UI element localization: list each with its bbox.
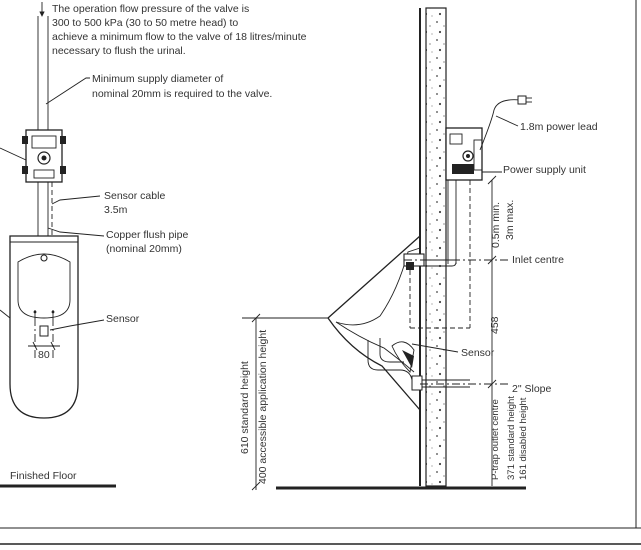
side-sensor-label: Sensor (461, 347, 495, 359)
dim-458-label: 458 (489, 316, 501, 334)
pressure-note: The operation flow pressure of the valve… (39, 2, 307, 57)
diameter-note-line2: nominal 20mm is required to the valve. (92, 88, 272, 100)
valve-unit (22, 129, 66, 183)
diameter-note-line1: Minimum supply diameter of (92, 73, 223, 85)
pressure-note-line2: 300 to 500 kPa (30 to 50 metre head) to (52, 17, 238, 29)
finished-floor-label: Finished Floor (10, 470, 77, 482)
sensor-cable-label: Sensor cable (104, 190, 165, 202)
front-view: 80 Sensor cable 3.5m Copper flush pipe (… (0, 16, 188, 488)
wall-section (425, 7, 447, 487)
front-sensor-label: Sensor (106, 313, 140, 325)
pressure-note-line4: necessary to flush the urinal. (52, 45, 186, 57)
diameter-note: Minimum supply diameter of nominal 20mm … (45, 73, 272, 105)
power-supply-label: Power supply unit (503, 164, 586, 176)
side-valve-unit (445, 127, 483, 181)
power-lead-label: 1.8m power lead (520, 121, 598, 133)
dim-max-label: 3m max. (504, 200, 516, 240)
ptrap-label: P-trap outlet centre (490, 399, 501, 480)
slope-label: 2" Slope (512, 383, 551, 395)
ptrap-std-label: 371 standard height (506, 396, 517, 480)
dim-80-label: 80 (38, 349, 50, 361)
standard-height-label: 610 standard height (239, 361, 251, 454)
pressure-note-line3: achieve a minimum flow to the valve of 1… (52, 31, 307, 43)
ptrap-disabled-label: 161 disabled height (518, 397, 529, 480)
pressure-note-line1: The operation flow pressure of the valve… (52, 3, 249, 15)
urinal-front (9, 235, 79, 419)
urinal-side (327, 235, 470, 411)
copper-pipe-size: (nominal 20mm) (106, 243, 182, 255)
accessible-height-label: 400 accessible application height (257, 330, 269, 484)
power-lead-cable (479, 99, 521, 151)
sensor-icon (39, 325, 49, 337)
inlet-centre-label: Inlet centre (512, 254, 564, 266)
copper-pipe-label: Copper flush pipe (106, 229, 188, 241)
dim-min-label: 0.5m min. (490, 202, 502, 248)
sensor-cable-length: 3.5m (104, 204, 128, 216)
side-view: 1.8m power lead Power supply unit (239, 7, 598, 491)
